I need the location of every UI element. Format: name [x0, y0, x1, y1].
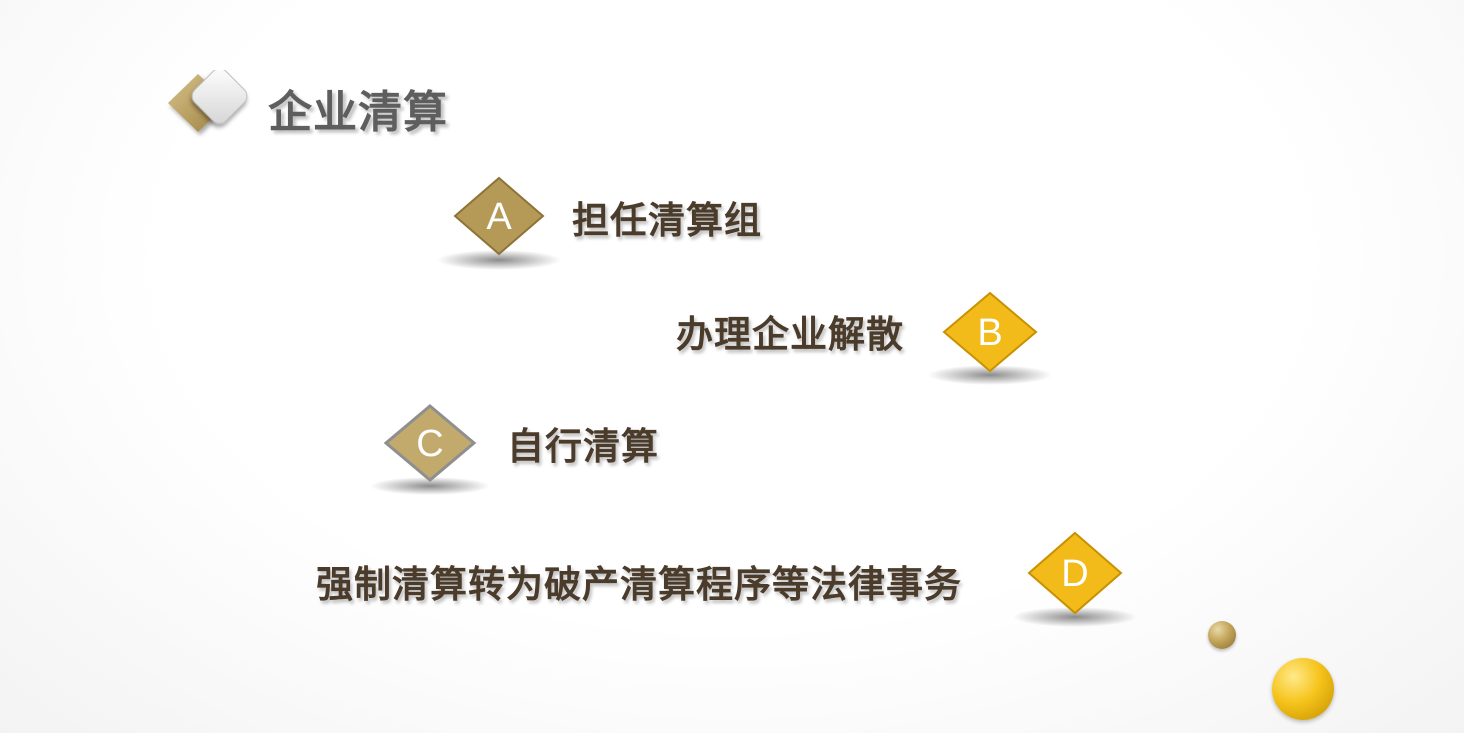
marker-b: B: [925, 287, 1055, 397]
marker-letter-c: C: [416, 423, 444, 465]
page-title: 企业清算: [268, 87, 448, 138]
large-yellow-dot: [1272, 658, 1334, 720]
marker-c: C: [365, 400, 495, 510]
marker-letter-d: D: [1061, 553, 1089, 595]
small-gold-dot: [1208, 621, 1236, 649]
marker-a: A: [434, 172, 564, 282]
item-text-d: 强制清算转为破产清算程序等法律事务: [316, 563, 962, 606]
marker-d: D: [1010, 527, 1140, 637]
marker-letter-a: A: [486, 196, 512, 238]
marker-letter-b: B: [977, 312, 1003, 354]
item-text-b: 办理企业解散: [676, 313, 904, 356]
title-diamond-icon: [164, 68, 260, 144]
item-text-a: 担任清算组: [572, 199, 762, 242]
item-text-c: 自行清算: [507, 425, 659, 468]
